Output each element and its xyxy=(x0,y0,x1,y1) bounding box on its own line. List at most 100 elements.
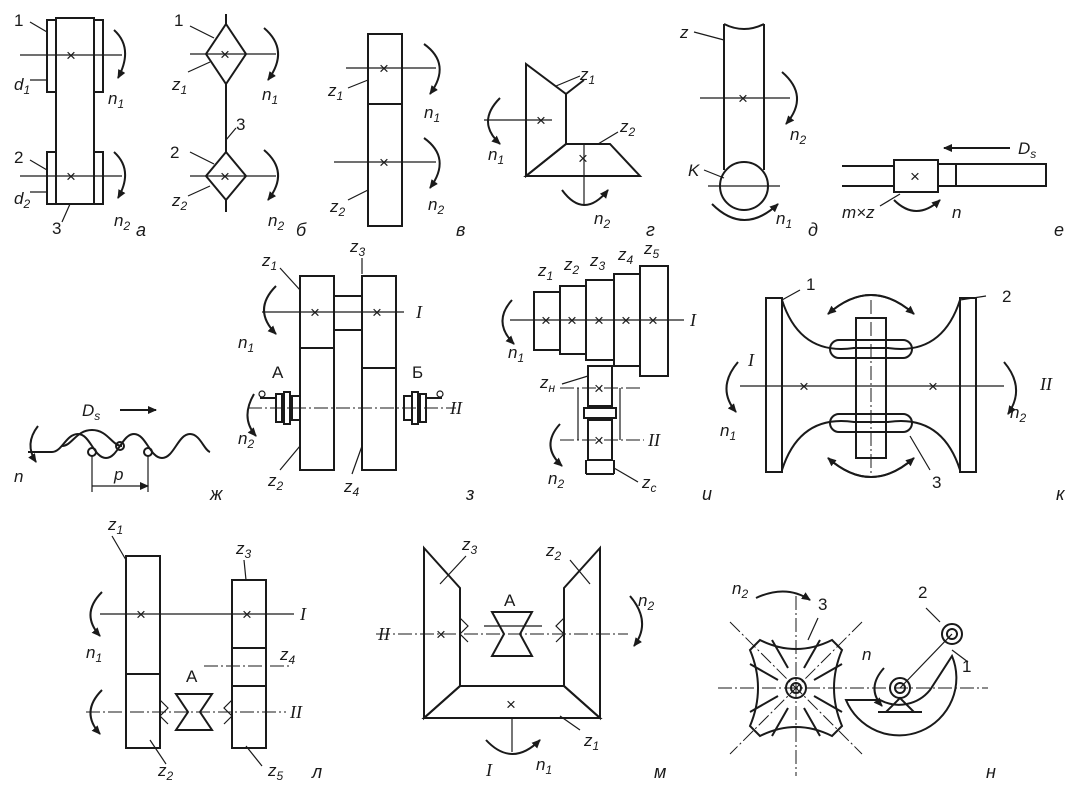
label-n2: n2 xyxy=(638,591,654,613)
label-3: 3 xyxy=(236,115,245,134)
panel-b-vbelt-drive: × × 1 2 3 z1 z2 n1 n2 б xyxy=(170,11,307,240)
panel-l-reverse-gearing: × × z1 z2 z3 z4 z5 А I II n1 л xyxy=(86,515,322,783)
panel-v-spur-gear-pair: × × z1 z2 n1 n2 в xyxy=(327,33,465,240)
label-shaft-I: I xyxy=(689,310,697,330)
label-z: z xyxy=(679,23,689,42)
label-n1: n1 xyxy=(536,755,552,777)
panel-tag-m: м xyxy=(654,762,666,782)
panel-tag-b: б xyxy=(296,220,307,240)
label-z1: z1 xyxy=(583,731,599,753)
label-2: 2 xyxy=(14,148,23,167)
label-shaft-I: I xyxy=(415,302,423,322)
label-z4: z4 xyxy=(279,645,296,667)
label-K: K xyxy=(688,161,700,180)
label-z2: z2 xyxy=(329,197,346,219)
label-1: 1 xyxy=(962,657,971,676)
center-mark: × xyxy=(799,377,809,396)
label-z5: z5 xyxy=(643,239,660,261)
label-shaft-I: I xyxy=(299,604,307,624)
panel-tag-n: н xyxy=(986,762,996,782)
panel-a-belt-drive: × × 1 2 3 d1 d2 n1 n2 а xyxy=(14,11,146,240)
center-mark: × xyxy=(738,89,748,108)
center-mark: × xyxy=(372,303,382,322)
center-mark: × xyxy=(242,605,252,624)
label-z2: z2 xyxy=(619,117,636,139)
center-mark: × xyxy=(136,605,146,624)
label-1: 1 xyxy=(174,11,183,30)
label-d2: d2 xyxy=(14,189,30,211)
label-1: 1 xyxy=(14,11,23,30)
label-z3: z3 xyxy=(235,539,252,561)
center-mark: × xyxy=(910,167,920,186)
label-shaft-I: I xyxy=(485,760,493,780)
label-A: А xyxy=(504,591,516,610)
center-mark: × xyxy=(928,377,938,396)
label-n1: n1 xyxy=(262,85,278,107)
label-z5: z5 xyxy=(267,761,284,783)
label-n2: n2 xyxy=(428,195,444,217)
panel-e-rack-pinion: × Ds m×z n е xyxy=(842,139,1064,240)
center-mark: × xyxy=(541,311,551,330)
label-z4: z4 xyxy=(617,245,634,267)
label-z3: z3 xyxy=(461,535,478,557)
label-n1: n1 xyxy=(424,103,440,125)
label-z1: z1 xyxy=(171,75,187,97)
label-z2: z2 xyxy=(545,541,562,563)
center-mark: × xyxy=(578,149,588,168)
panel-z-clutch-gearbox: × × z1 z2 z3 z4 А Б I II n1 n2 з xyxy=(238,237,474,504)
panel-tag-v: в xyxy=(456,220,465,240)
center-mark: × xyxy=(66,167,76,186)
label-z2: z2 xyxy=(157,761,174,783)
label-d1: d1 xyxy=(14,75,30,97)
label-n1: n1 xyxy=(508,343,524,365)
center-mark: × xyxy=(436,625,446,644)
label-A: А xyxy=(186,667,198,686)
center-mark: × xyxy=(379,153,389,172)
label-z1: z1 xyxy=(107,515,123,537)
label-n1: n1 xyxy=(720,421,736,443)
label-n2: n2 xyxy=(238,429,254,451)
label-n: n xyxy=(952,203,961,222)
label-Ds: Ds xyxy=(82,401,100,423)
panel-tag-e: е xyxy=(1054,220,1064,240)
panel-tag-d: д xyxy=(808,220,818,240)
center-mark: × xyxy=(594,431,604,450)
label-n1: n1 xyxy=(488,145,504,167)
panel-g-bevel-gears: × × z1 z2 n1 n2 г xyxy=(484,62,655,240)
label-1: 1 xyxy=(806,275,815,294)
panel-tag-k: к xyxy=(1056,484,1066,504)
label-n2: n2 xyxy=(548,469,564,491)
panel-i-cone-gear-set: × × × × × × × z1 z2 z3 z4 z5 zн zс I II … xyxy=(501,239,712,504)
label-n2: n2 xyxy=(732,579,748,601)
center-mark: × xyxy=(594,311,604,330)
label-B: Б xyxy=(412,363,423,382)
label-mxz: m×z xyxy=(842,203,875,222)
panel-n-geneva-mechanism: 2 1 3 n n2 н xyxy=(718,579,996,782)
label-n2: n2 xyxy=(594,209,610,231)
label-z3: z3 xyxy=(589,251,606,273)
label-z2: z2 xyxy=(171,191,188,213)
panel-tag-g: г xyxy=(646,220,655,240)
label-A: А xyxy=(272,363,284,382)
label-n1: n1 xyxy=(776,209,792,231)
center-mark: × xyxy=(594,379,604,398)
label-n2: n2 xyxy=(1010,403,1026,425)
label-3: 3 xyxy=(818,595,827,614)
label-n: n xyxy=(14,467,23,486)
label-z2: z2 xyxy=(267,471,284,493)
label-3: 3 xyxy=(52,219,61,238)
label-Ds: Ds xyxy=(1018,139,1036,161)
label-zn: zн xyxy=(539,373,556,395)
label-n2: n2 xyxy=(114,211,130,233)
panel-tag-l: л xyxy=(311,762,322,782)
label-n: n xyxy=(862,645,871,664)
label-3: 3 xyxy=(932,473,941,492)
label-n2: n2 xyxy=(268,211,284,233)
center-mark: × xyxy=(220,167,230,186)
label-z1: z1 xyxy=(579,65,595,87)
panel-tag-i: и xyxy=(702,484,712,504)
label-2: 2 xyxy=(1002,287,1011,306)
center-mark: × xyxy=(220,45,230,64)
label-shaft-I: I xyxy=(747,350,755,370)
